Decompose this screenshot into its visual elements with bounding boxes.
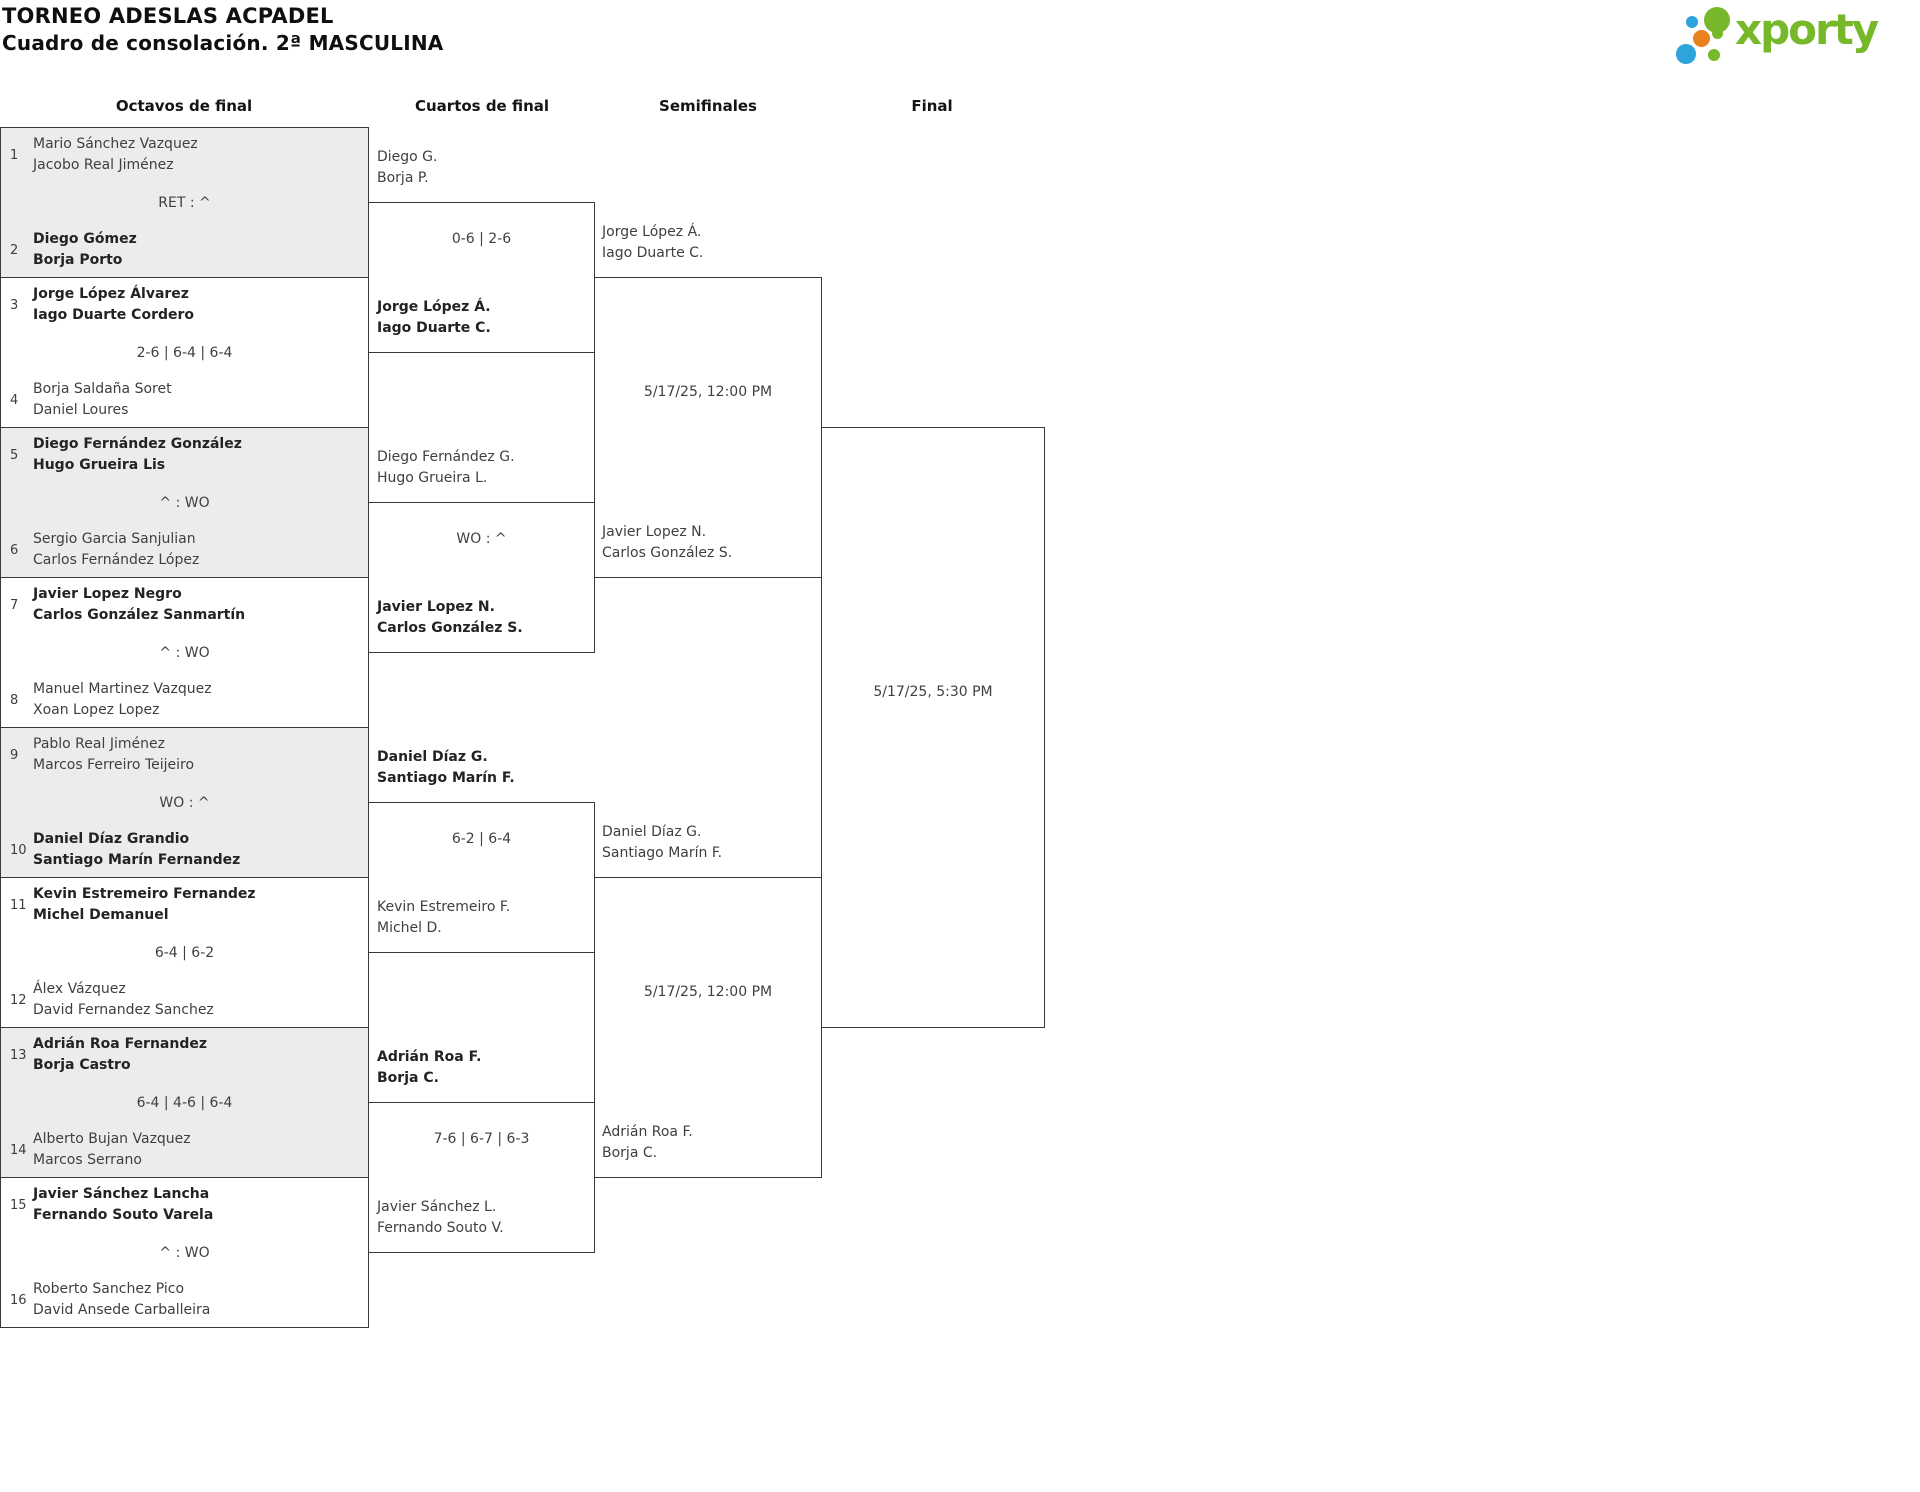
team-label: Javier Lopez N.Carlos González S. <box>602 524 733 561</box>
final-box <box>821 427 1045 1028</box>
team-label: Javier Lopez N.Carlos González S. <box>377 599 523 636</box>
team-label: Daniel Díaz G.Santiago Marín F. <box>377 749 515 786</box>
match-score: ^ : WO <box>159 1244 210 1261</box>
xporty-logo: xporty <box>1670 0 1920 70</box>
seed-number: 9 <box>10 747 19 763</box>
round-header-octavos: Octavos de final <box>115 97 253 115</box>
seed-number: 3 <box>10 297 19 313</box>
logo-dot-green-bottom <box>1708 49 1720 61</box>
seed-number: 8 <box>10 692 19 708</box>
seed-number: 5 <box>10 447 19 463</box>
bracket-subtitle: Cuadro de consolación. 2ª MASCULINA <box>2 31 444 55</box>
xporty-logo-text: xporty <box>1735 5 1879 54</box>
seed-number: 14 <box>10 1142 27 1158</box>
match-score: 6-4 | 4-6 | 6-4 <box>136 1094 233 1111</box>
seed-number: 4 <box>10 392 19 408</box>
team-label: Jorge López Á.Iago Duarte C. <box>377 299 491 336</box>
seed-number: 1 <box>10 147 19 163</box>
match-score: ^ : WO <box>159 494 210 511</box>
match-schedule: 5/17/25, 12:00 PM <box>643 984 773 1000</box>
team-label: Kevin Estremeiro F.Michel D. <box>377 899 511 936</box>
seed-number: 10 <box>10 842 27 858</box>
match-score: 0-6 | 2-6 <box>451 231 512 247</box>
match-score: ^ : WO <box>159 644 210 661</box>
match-score: 7-6 | 6-7 | 6-3 <box>433 1131 530 1147</box>
match-score: 6-4 | 6-2 <box>154 944 215 961</box>
seed-number: 13 <box>10 1047 27 1063</box>
round-header-semifinales: Semifinales <box>659 97 757 115</box>
match-score: 2-6 | 6-4 | 6-4 <box>136 344 233 361</box>
logo-dot-blue-large <box>1676 44 1696 64</box>
team-label: Daniel Díaz G.Santiago Marín F. <box>602 824 723 861</box>
match-score: 6-2 | 6-4 <box>451 831 512 847</box>
seed-number: 16 <box>10 1292 27 1308</box>
round-header-final: Final <box>911 97 953 115</box>
team-label: Adrián Roa F.Borja C. <box>377 1049 482 1086</box>
match-score: WO : ^ <box>159 794 210 811</box>
team-label: Adrián Roa F.Borja C. <box>602 1124 693 1161</box>
team-label: Diego G.Borja P. <box>377 149 438 186</box>
match-score: RET : ^ <box>158 194 211 211</box>
match-score: WO : ^ <box>456 531 507 547</box>
logo-dot-green-mid <box>1712 28 1723 39</box>
seed-number: 12 <box>10 992 27 1008</box>
seed-number: 11 <box>10 897 27 913</box>
seed-number: 6 <box>10 542 19 558</box>
match-schedule: 5/17/25, 12:00 PM <box>643 384 773 400</box>
logo-dot-orange <box>1693 30 1710 47</box>
team-label: Javier Sánchez L.Fernando Souto V. <box>377 1199 504 1236</box>
round-header-cuartos: Cuartos de final <box>414 97 550 115</box>
match-schedule: 5/17/25, 5:30 PM <box>873 684 993 700</box>
team-label: Jorge López Á.Iago Duarte C. <box>602 224 704 261</box>
tournament-title: TORNEO ADESLAS ACPADEL <box>2 4 334 28</box>
seed-number: 2 <box>10 242 19 258</box>
team-label: Diego Fernández G.Hugo Grueira L. <box>377 449 515 486</box>
seed-number: 15 <box>10 1197 27 1213</box>
seed-number: 7 <box>10 597 19 613</box>
logo-dot-blue-small <box>1686 16 1698 28</box>
